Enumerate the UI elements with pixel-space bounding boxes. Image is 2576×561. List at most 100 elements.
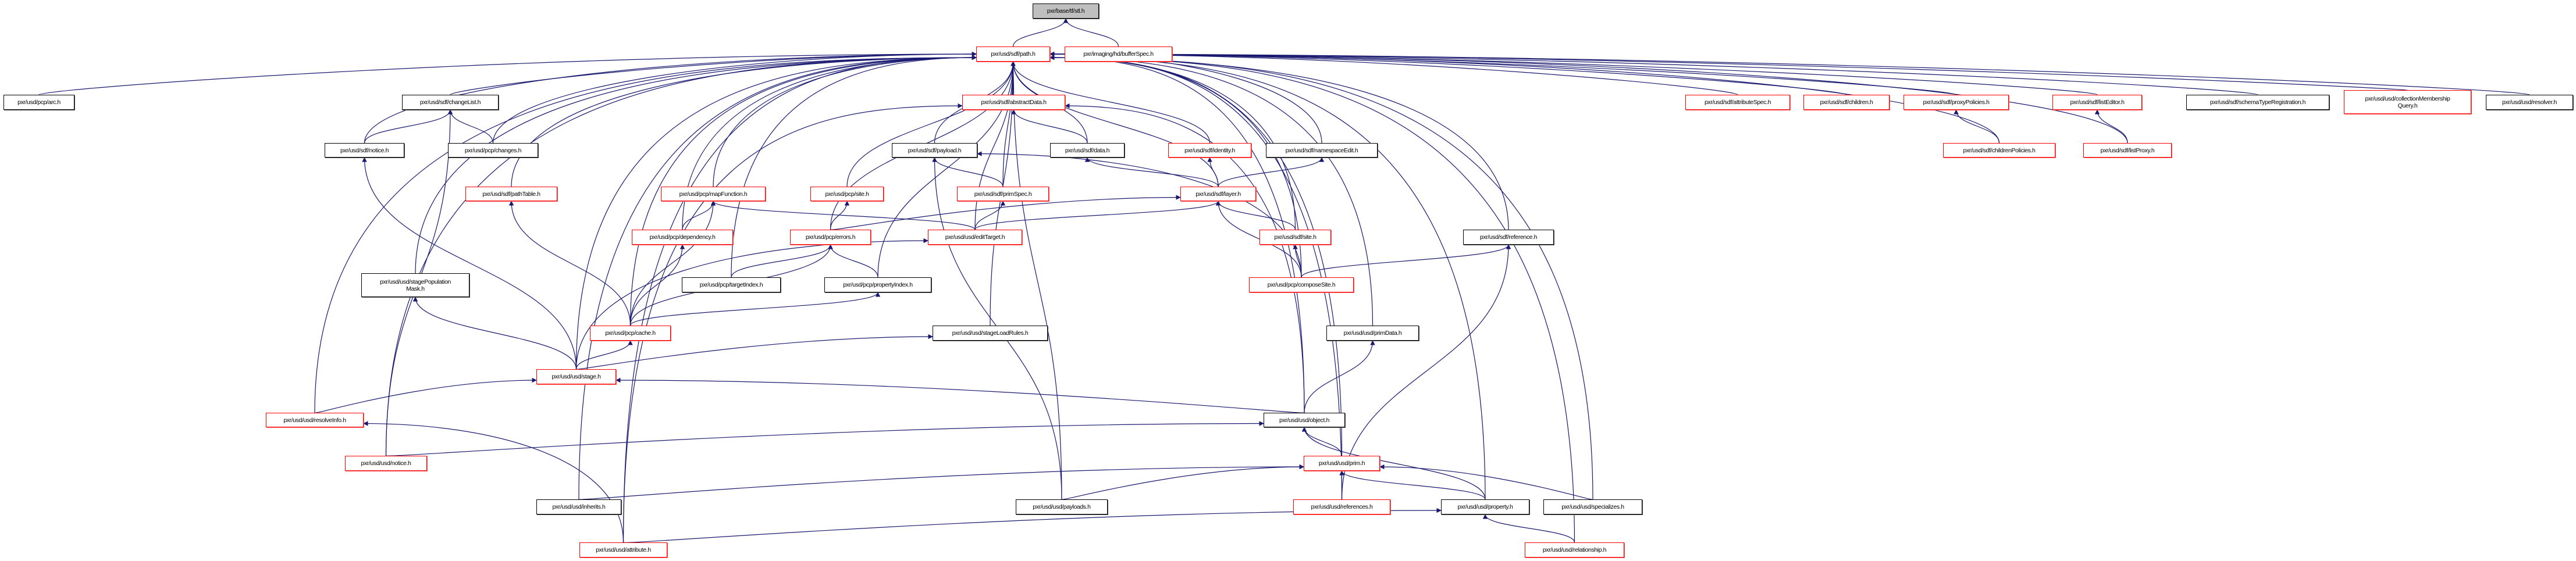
graph-node-primSpec[interactable]: pxr/usd/sdf/primSpec.h (957, 187, 1049, 201)
include-edge-composeSite-to-sdfSite (1293, 244, 1302, 278)
graph-node-dependency[interactable]: pxr/usd/pcp/dependency.h (632, 230, 733, 245)
include-edge-layer-to-path (1011, 61, 1219, 187)
graph-node-children[interactable]: pxr/usd/sdf/children.h (1803, 95, 1890, 110)
include-edge-propertyIndex-to-path (877, 61, 1016, 278)
graph-node-references[interactable]: pxr/usd/usd/references.h (1293, 499, 1390, 514)
graph-node-abstractData[interactable]: pxr/usd/sdf/abstractData.h (962, 95, 1065, 110)
include-edge-editTarget-to-primSpec (974, 201, 1006, 230)
graph-node-resolveInfo[interactable]: pxr/usd/usd/resolveInfo.h (266, 413, 364, 427)
graph-node-schemaTypeRegistration[interactable]: pxr/usd/sdf/schemaTypeRegistration.h (2186, 95, 2329, 110)
include-edge-stage-to-path (575, 55, 977, 370)
node-label: pxr/usd/pcp/site.h (825, 190, 869, 198)
node-label: pxr/usd/sdf/path.h (991, 51, 1036, 58)
node-label: pxr/usd/sdf/payload.h (908, 146, 962, 154)
graph-node-payloads[interactable]: pxr/usd/usd/payloads.h (1016, 499, 1108, 514)
graph-node-proxyPolicies[interactable]: pxr/usd/sdf/proxyPolicies.h (1903, 95, 2009, 110)
include-edge-cache-to-dependency (629, 244, 685, 326)
graph-node-attributeSpec[interactable]: pxr/usd/sdf/attributeSpec.h (1685, 95, 1790, 110)
graph-node-sdfPayload[interactable]: pxr/usd/sdf/payload.h (892, 143, 977, 158)
include-edge-attribute-to-property (622, 508, 1442, 543)
include-edge-data-to-abstractData (1011, 109, 1088, 144)
include-edge-errors-to-layer (830, 195, 1181, 230)
include-edge-object-to-stage (615, 377, 1305, 413)
graph-node-attribute[interactable]: pxr/usd/usd/attribute.h (579, 542, 667, 558)
graph-node-sdfSite[interactable]: pxr/usd/sdf/site.h (1259, 230, 1331, 245)
graph-node-specializes[interactable]: pxr/usd/usd/specializes.h (1543, 499, 1642, 514)
node-label: pxr/base/tf/stl.h (1047, 8, 1085, 15)
graph-node-prim[interactable]: pxr/usd/usd/prim.h (1304, 456, 1380, 471)
include-edge-changeList-to-path (450, 51, 977, 95)
include-edge-sdfNotice-to-path (364, 51, 977, 144)
graph-node-changes[interactable]: pxr/usd/pcp/changes.h (448, 143, 538, 158)
include-edge-sdfSite-to-layer (1215, 201, 1296, 230)
node-label: pxr/usd/sdf/primSpec.h (974, 190, 1032, 198)
include-edge-property-to-prim (1339, 470, 1486, 500)
graph-node-stageLoadRules[interactable]: pxr/usd/usd/stageLoadRules.h (933, 326, 1048, 341)
node-label: pxr/usd/usd/stageLoadRules.h (952, 330, 1029, 337)
graph-node-primData[interactable]: pxr/usd/usd/primData.h (1326, 326, 1419, 341)
include-edge-cache-to-propertyIndex (629, 292, 881, 326)
include-edge-inherits-to-prim (578, 464, 1304, 500)
graph-node-listProxy[interactable]: pxr/usd/sdf/listProxy.h (2083, 143, 2172, 158)
include-edge-identity-to-path (1011, 61, 1211, 144)
graph-node-changeList[interactable]: pxr/usd/sdf/changeList.h (402, 95, 499, 110)
graph-node-pcpSite[interactable]: pxr/usd/pcp/site.h (810, 187, 884, 201)
include-edge-childrenPolicies-to-path (1049, 51, 2000, 144)
include-edge-usdNotice-to-path (385, 55, 977, 456)
graph-node-propertyIndex[interactable]: pxr/usd/pcp/propertyIndex.h (824, 277, 931, 292)
node-label: pxr/usd/usd/stage.h (552, 373, 601, 380)
graph-node-usdNotice[interactable]: pxr/usd/usd/notice.h (345, 456, 427, 471)
node-label: pxr/usd/sdf/proxyPolicies.h (1923, 99, 1990, 106)
include-edge-schemaTypeRegistration-to-path (1049, 51, 2258, 95)
graph-node-data[interactable]: pxr/usd/sdf/data.h (1050, 143, 1125, 158)
graph-node-collectionMembershipQuery[interactable]: pxr/usd/usd/collectionMembership Query.h (2344, 90, 2471, 114)
graph-node-stagePopulationMask[interactable]: pxr/usd/usd/stagePopulation Mask.h (361, 273, 469, 297)
include-edge-mapFunction-to-path (713, 55, 977, 187)
node-label: pxr/usd/usd/collectionMembership Query.h (2365, 95, 2450, 109)
include-edge-editTarget-to-path (974, 61, 1016, 230)
graph-node-editTarget[interactable]: pxr/usd/usd/editTarget.h (928, 230, 1022, 245)
graph-node-targetIndex[interactable]: pxr/usd/pcp/targetIndex.h (682, 277, 781, 292)
graph-node-stage[interactable]: pxr/usd/usd/stage.h (536, 369, 616, 384)
include-edge-property-to-object (1301, 427, 1486, 500)
graph-node-relationship[interactable]: pxr/usd/usd/relationship.h (1525, 542, 1624, 558)
node-label: pxr/usd/pcp/arc.h (17, 99, 61, 106)
graph-node-errors[interactable]: pxr/usd/pcp/errors.h (790, 230, 871, 245)
node-label: pxr/usd/usd/notice.h (361, 460, 411, 467)
include-edge-resolveInfo-to-stage (314, 377, 537, 413)
node-label: pxr/usd/sdf/children.h (1820, 99, 1873, 106)
graph-node-resolver[interactable]: pxr/usd/usd/resolver.h (2486, 95, 2573, 110)
node-label: pxr/usd/usd/stagePopulation Mask.h (380, 278, 451, 292)
graph-node-childrenPolicies[interactable]: pxr/usd/sdf/childrenPolicies.h (1943, 143, 2055, 158)
include-edge-targetIndex-to-path (731, 55, 977, 278)
node-label: pxr/usd/sdf/notice.h (340, 146, 389, 154)
node-label: pxr/usd/sdf/identity.h (1184, 146, 1235, 154)
include-edge-payloads-to-prim (1061, 464, 1304, 500)
node-label: pxr/usd/usd/prim.h (1318, 460, 1365, 467)
include-edge-childrenPolicies-to-proxyPolicies (1954, 109, 2000, 144)
graph-node-inherits[interactable]: pxr/usd/usd/inherits.h (536, 499, 621, 514)
node-label: pxr/usd/usd/references.h (1311, 503, 1373, 510)
include-edge-layer-to-data (1084, 157, 1219, 187)
graph-node-namespaceEdit[interactable]: pxr/usd/sdf/namespaceEdit.h (1266, 143, 1378, 158)
graph-node-path[interactable]: pxr/usd/sdf/path.h (976, 47, 1050, 62)
graph-node-reference[interactable]: pxr/usd/sdf/reference.h (1463, 230, 1554, 245)
node-label: pxr/usd/usd/attribute.h (596, 546, 651, 553)
graph-node-cache[interactable]: pxr/usd/pcp/cache.h (590, 326, 671, 341)
graph-node-sdfNotice[interactable]: pxr/usd/sdf/notice.h (325, 143, 404, 158)
graph-node-listEditor[interactable]: pxr/usd/sdf/listEditor.h (2052, 95, 2142, 110)
graph-node-mapFunction[interactable]: pxr/usd/pcp/mapFunction.h (661, 187, 766, 201)
include-edge-path-to-stl (1012, 18, 1069, 47)
include-edge-editTarget-to-mapFunction (710, 201, 976, 230)
graph-node-composeSite[interactable]: pxr/usd/pcp/composeSite.h (1249, 277, 1354, 292)
graph-node-pathTable[interactable]: pxr/usd/sdf/pathTable.h (465, 187, 557, 201)
graph-node-stl[interactable]: pxr/base/tf/stl.h (1033, 3, 1099, 19)
graph-node-bufferSpec[interactable]: pxr/imaging/hd/bufferSpec.h (1065, 47, 1172, 62)
graph-node-object[interactable]: pxr/usd/usd/object.h (1264, 413, 1345, 427)
graph-node-layer[interactable]: pxr/usd/sdf/layer.h (1180, 187, 1256, 201)
node-label: pxr/usd/sdf/changeList.h (419, 99, 481, 106)
graph-node-property[interactable]: pxr/usd/usd/property.h (1441, 499, 1529, 514)
include-edge-listProxy-to-listEditor (2094, 109, 2128, 144)
graph-node-arc[interactable]: pxr/usd/pcp/arc.h (3, 95, 74, 110)
graph-node-identity[interactable]: pxr/usd/sdf/identity.h (1168, 143, 1251, 158)
